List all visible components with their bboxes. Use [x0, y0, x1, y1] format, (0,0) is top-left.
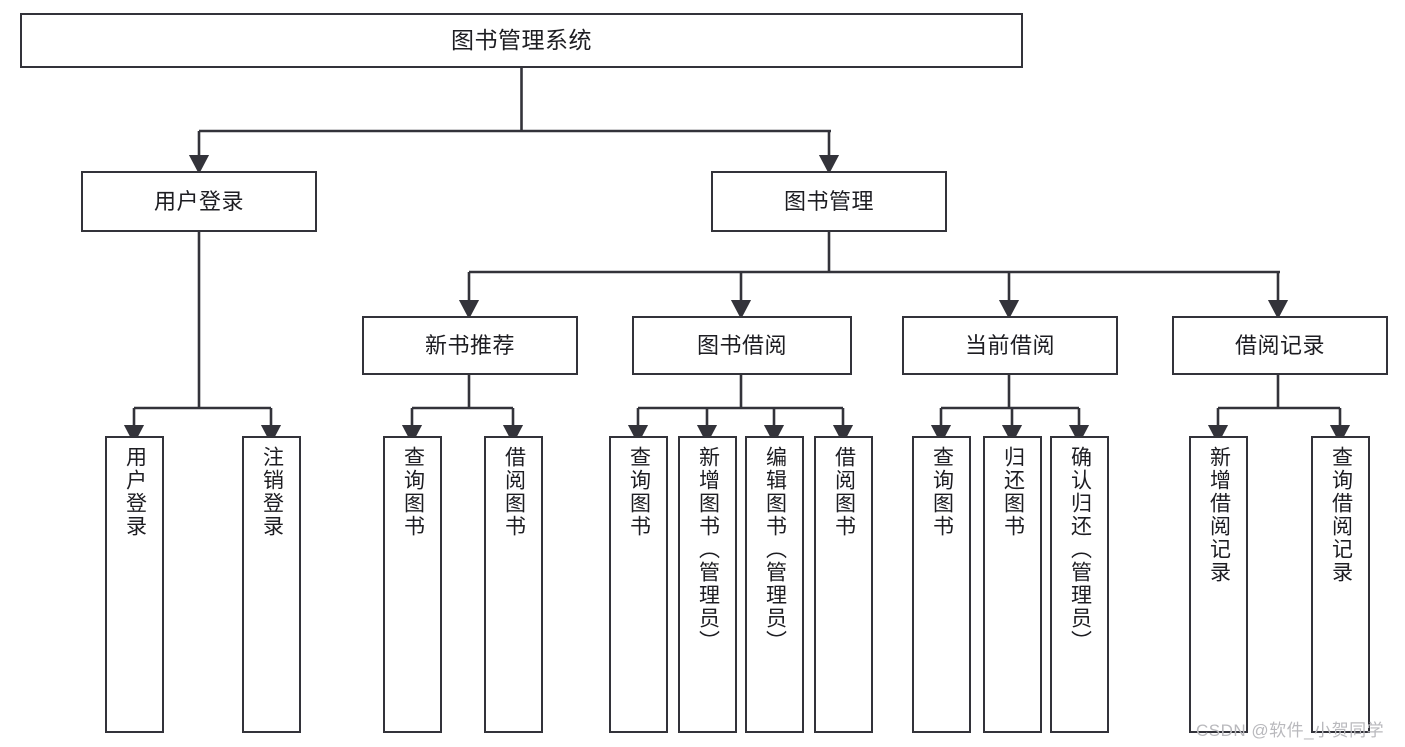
- node-label: 图书管理系统: [451, 26, 592, 53]
- node-book-borrow[interactable]: 图书借阅: [632, 316, 852, 375]
- node-leaf-user-login[interactable]: 用户登录: [105, 436, 164, 733]
- node-label: 查询图书: [627, 446, 651, 538]
- node-label: 借阅图书: [832, 446, 856, 538]
- node-label: 当前借阅: [964, 332, 1055, 358]
- node-leaf-add-book-admin[interactable]: 新增图书（管理员）: [678, 436, 737, 733]
- node-leaf-return-book[interactable]: 归还图书: [983, 436, 1042, 733]
- node-label: 归还图书: [1001, 446, 1025, 538]
- node-label: 查询图书: [930, 446, 954, 538]
- node-label: 新增图书（管理员）: [696, 446, 720, 653]
- node-root-book-management-system[interactable]: 图书管理系统: [20, 13, 1023, 68]
- node-leaf-borrow-book-recommend[interactable]: 借阅图书: [484, 436, 543, 733]
- node-label: 确认归还（管理员）: [1068, 446, 1092, 653]
- node-borrow-record[interactable]: 借阅记录: [1172, 316, 1388, 375]
- node-current-borrow[interactable]: 当前借阅: [902, 316, 1118, 375]
- node-label: 借阅记录: [1234, 332, 1325, 358]
- node-leaf-query-book-current[interactable]: 查询图书: [912, 436, 971, 733]
- node-book-manage[interactable]: 图书管理: [711, 171, 947, 232]
- node-leaf-confirm-return-admin[interactable]: 确认归还（管理员）: [1050, 436, 1109, 733]
- node-label: 图书借阅: [696, 332, 787, 358]
- node-leaf-borrow-book[interactable]: 借阅图书: [814, 436, 873, 733]
- node-leaf-query-book-borrow[interactable]: 查询图书: [609, 436, 668, 733]
- node-label: 图书管理: [783, 188, 874, 214]
- node-label: 编辑图书（管理员）: [763, 446, 787, 653]
- node-label: 借阅图书: [502, 446, 526, 538]
- node-label: 查询借阅记录: [1329, 446, 1353, 584]
- node-label: 新增借阅记录: [1207, 446, 1231, 584]
- node-leaf-query-borrow-record[interactable]: 查询借阅记录: [1311, 436, 1370, 733]
- node-leaf-add-borrow-record[interactable]: 新增借阅记录: [1189, 436, 1248, 733]
- node-label: 用户登录: [123, 446, 147, 538]
- watermark: CSDN @软件_小贺同学: [1196, 721, 1385, 740]
- node-label: 查询图书: [401, 446, 425, 538]
- node-leaf-query-book-recommend[interactable]: 查询图书: [383, 436, 442, 733]
- node-label: 用户登录: [153, 188, 244, 214]
- node-leaf-logout[interactable]: 注销登录: [242, 436, 301, 733]
- node-leaf-edit-book-admin[interactable]: 编辑图书（管理员）: [745, 436, 804, 733]
- node-user-login[interactable]: 用户登录: [81, 171, 317, 232]
- node-label: 新书推荐: [424, 332, 515, 358]
- node-label: 注销登录: [260, 446, 284, 538]
- node-new-book-recommend[interactable]: 新书推荐: [362, 316, 578, 375]
